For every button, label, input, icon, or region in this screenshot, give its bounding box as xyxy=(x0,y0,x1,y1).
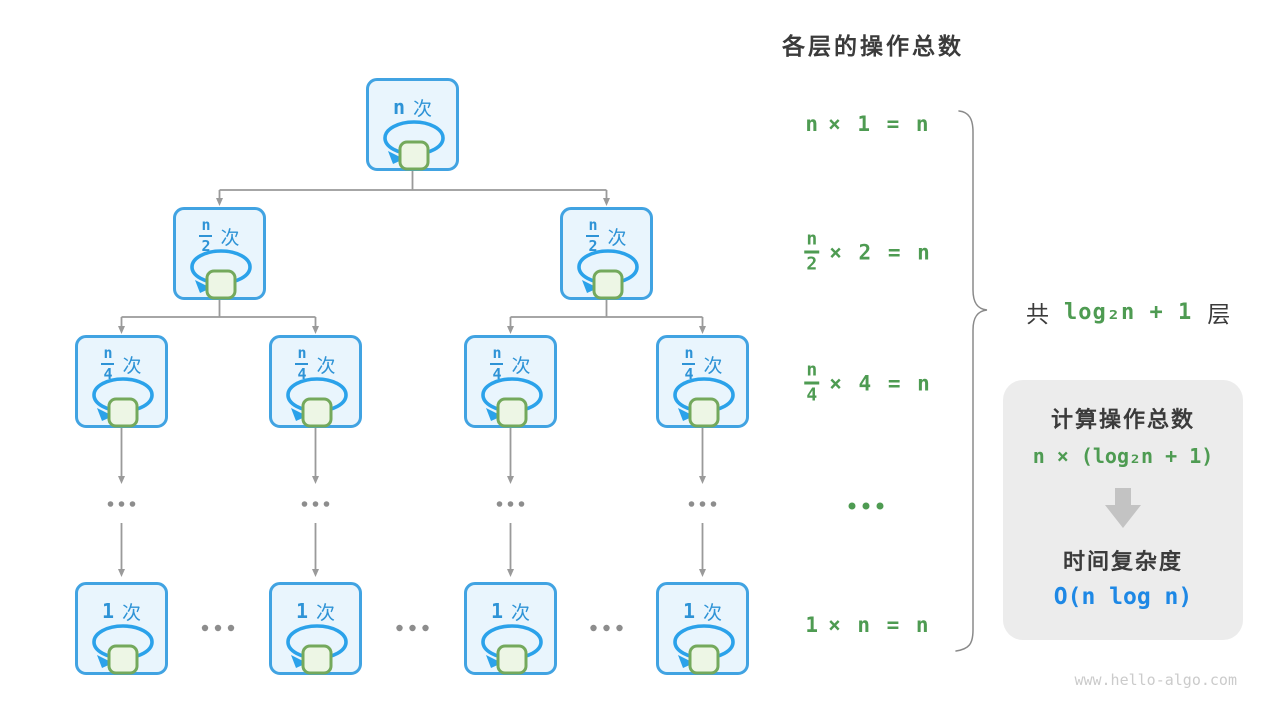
operation-square-icon xyxy=(107,397,138,428)
loop-icon xyxy=(480,624,543,675)
level-formula-4 xyxy=(848,502,884,510)
loop-icon xyxy=(576,249,639,300)
loop-icon xyxy=(672,377,735,428)
loop-icon xyxy=(382,120,445,171)
brace-label-formula: log₂n + 1 xyxy=(1064,299,1193,325)
loop-icon xyxy=(189,249,252,300)
loop-icon xyxy=(480,377,543,428)
brace-label-suffix: 层 xyxy=(1207,301,1231,327)
brace-label-prefix: 共 xyxy=(1026,301,1049,327)
total-operations-formula: n × (log₂n + 1) xyxy=(1032,444,1214,468)
loop-icon xyxy=(285,377,348,428)
operation-square-icon xyxy=(496,397,527,428)
loop-icon xyxy=(672,624,735,675)
summary-panel: 计算操作总数 n × (log₂n + 1) 时间复杂度 O(n log n) xyxy=(1003,380,1243,640)
operation-square-icon xyxy=(301,397,332,428)
operation-square-icon xyxy=(688,397,719,428)
level-formula-5: 1× n = n xyxy=(805,613,931,637)
time-complexity-formula: O(n log n) xyxy=(1053,584,1193,610)
operation-square-icon xyxy=(107,644,138,675)
loop-icon xyxy=(91,377,154,428)
column-title: 各层的操作总数 xyxy=(782,33,964,59)
bottom-row-ellipsis-dots xyxy=(201,624,623,632)
time-complexity-title: 时间复杂度 xyxy=(1062,549,1183,574)
operation-square-icon xyxy=(592,269,623,300)
watermark: www.hello-algo.com xyxy=(1074,671,1237,689)
level-formula-1: n× 1 = n xyxy=(805,112,931,136)
loop-icon xyxy=(285,624,348,675)
operation-square-icon xyxy=(688,644,719,675)
down-arrow-icon xyxy=(1105,488,1141,528)
brace-label: 共 log₂n + 1 层 xyxy=(1026,295,1230,329)
operation-square-icon xyxy=(398,140,429,171)
loop-icon xyxy=(91,624,154,675)
operation-square-icon xyxy=(205,269,236,300)
brace xyxy=(955,110,988,652)
operation-square-icon xyxy=(301,644,332,675)
operation-square-icon xyxy=(496,644,527,675)
column-ellipsis-dots xyxy=(107,501,717,507)
total-operations-title: 计算操作总数 xyxy=(1050,407,1195,432)
ellipsis xyxy=(848,502,884,510)
